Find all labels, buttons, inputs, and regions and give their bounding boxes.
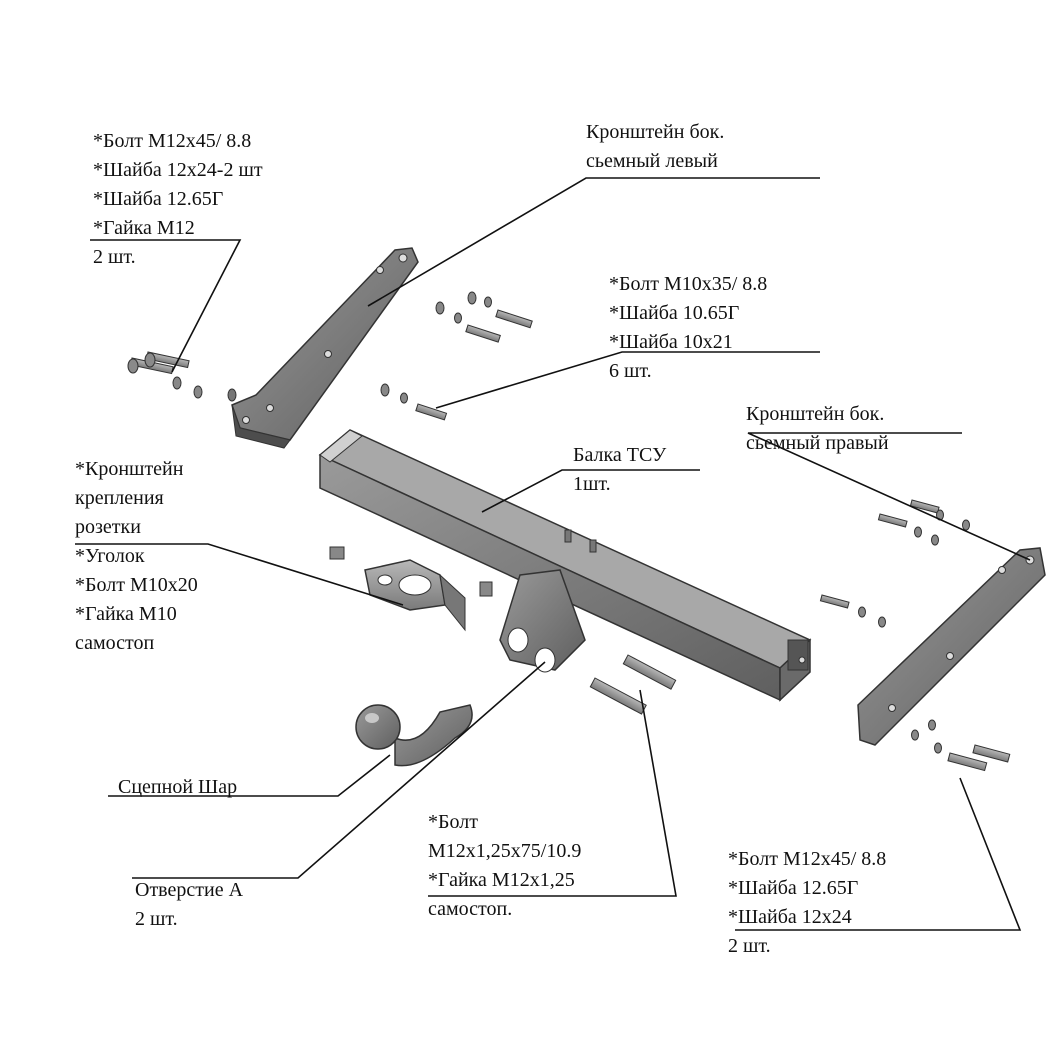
right-side-bracket (857, 547, 1046, 746)
label-line: Балка ТСУ (573, 444, 667, 466)
label-hole-a: Отверстие А 2 шт. (135, 876, 243, 934)
label-line: *Болт М12х45/ 8.8 (93, 130, 252, 152)
label-line: крепления (75, 487, 164, 509)
label-right-bracket: Кронштейн бок. сьемный правый (746, 400, 889, 458)
tow-ball (355, 704, 473, 767)
label-line: 2 шт. (93, 246, 136, 268)
label-line: Отверстие А (135, 879, 244, 901)
label-line: *Шайба 12.65Г (93, 188, 224, 210)
label-m10-fasteners: *Болт М10х35/ 8.8 *Шайба 10.65Г *Шайба 1… (609, 270, 767, 386)
m12-fine-bolts (589, 654, 677, 715)
label-line: *Кронштейн (75, 458, 184, 480)
label-line: *Болт М10х35/ 8.8 (609, 273, 768, 295)
label-beam: Балка ТСУ 1шт. (573, 441, 666, 499)
label-line: 2 шт. (728, 935, 771, 957)
label-line: *Болт М12х45/ 8.8 (728, 848, 887, 870)
label-left-bracket: Кронштейн бок. сьемный левый (586, 118, 724, 176)
label-line: 6 шт. (609, 360, 652, 382)
label-line: *Уголок (75, 545, 145, 567)
label-line: *Гайка М12х1,25 (428, 869, 575, 891)
label-line: розетки (75, 516, 141, 538)
left-side-bracket (231, 247, 419, 449)
m10-bolts (380, 291, 533, 421)
label-left-m12-fasteners: *Болт М12х45/ 8.8 *Шайба 12х24-2 шт *Шай… (93, 127, 263, 272)
label-line: *Гайка М12 (93, 217, 195, 239)
label-line: Кронштейн бок. (586, 121, 725, 143)
label-line: 1шт. (573, 473, 611, 495)
label-line: *Шайба 12х24-2 шт (93, 159, 263, 181)
label-line: Сцепной Шар (118, 776, 238, 798)
label-line: *Болт М10х20 (75, 574, 198, 596)
label-socket-bracket: *Кронштейн крепления розетки *Уголок *Бо… (75, 455, 198, 658)
label-line: *Шайба 10х21 (609, 331, 733, 353)
label-line: *Болт (428, 811, 478, 833)
label-line: сьемный левый (586, 150, 718, 172)
label-line: М12х1,25х75/10.9 (428, 840, 582, 862)
label-line: Кронштейн бок. (746, 403, 885, 425)
label-line: *Гайка М10 (75, 603, 177, 625)
label-line: *Шайба 12.65Г (728, 877, 859, 899)
socket-bracket (329, 546, 493, 632)
label-tow-ball: Сцепной Шар (118, 773, 237, 802)
label-line: *Шайба 10.65Г (609, 302, 740, 324)
leader-lines (75, 177, 1031, 931)
label-line: *Шайба 12х24 (728, 906, 852, 928)
label-m12-fine-fasteners: *Болт М12х1,25х75/10.9 *Гайка М12х1,25 с… (428, 808, 581, 924)
label-line: самостоп (75, 632, 155, 654)
label-line: 2 шт. (135, 908, 178, 930)
label-right-m12-fasteners: *Болт М12х45/ 8.8 *Шайба 12.65Г *Шайба 1… (728, 845, 886, 961)
left-m12-bolts (127, 351, 237, 402)
label-line: сьемный правый (746, 432, 889, 454)
right-bolts (819, 499, 1011, 772)
label-line: самостоп. (428, 898, 513, 920)
